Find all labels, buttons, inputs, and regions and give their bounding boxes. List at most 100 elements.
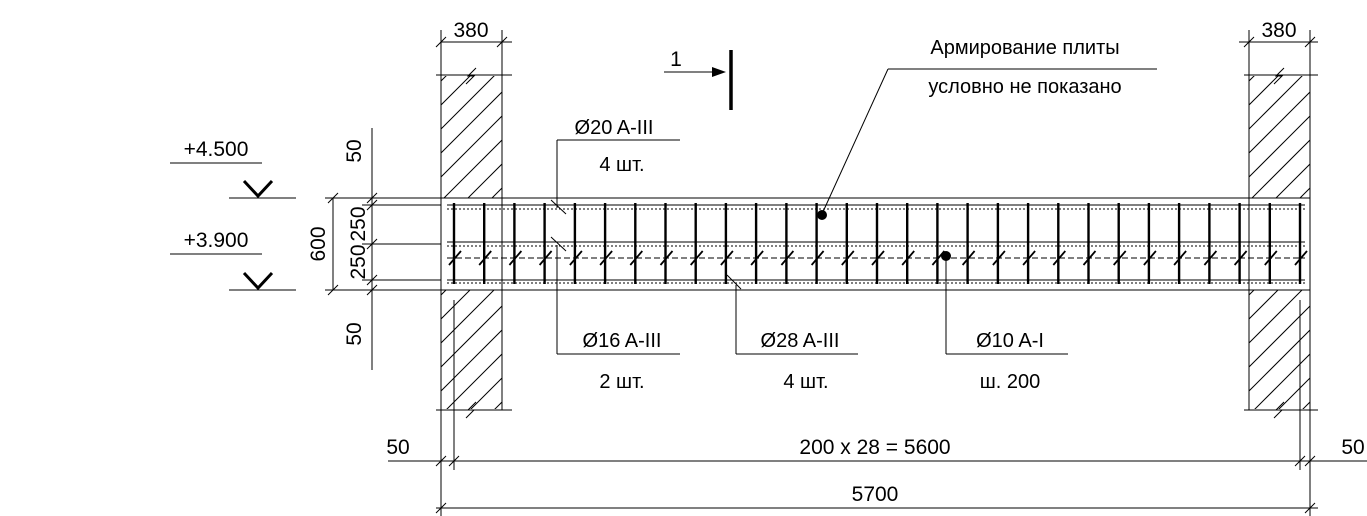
vertical-dimensions: 50 250 250 600 50 xyxy=(307,128,441,370)
dim-upper-half: 250 xyxy=(347,206,370,241)
rebar-mid-spec: Ø16 A-III xyxy=(583,330,662,352)
tie-tick xyxy=(1294,250,1308,266)
hatch-line xyxy=(1249,329,1310,392)
level-mark-top: +4.500 xyxy=(170,138,296,199)
dim-top-cover: 50 xyxy=(343,139,366,162)
tie-tick xyxy=(750,250,764,266)
dim-column-right: 380 xyxy=(1239,19,1318,75)
rebar-top-qty: 4 шт. xyxy=(599,154,644,176)
hatch-line xyxy=(1249,115,1310,178)
hatch-line xyxy=(441,210,502,271)
hatch-line xyxy=(443,139,502,198)
rebar-bottom-qty: 4 шт. xyxy=(783,371,828,393)
column-width-right: 380 xyxy=(1261,19,1296,42)
tie-tick xyxy=(992,250,1006,266)
horizontal-dimensions: 50 50 200 x 28 = 5600 5700 xyxy=(386,300,1367,516)
tie-tick xyxy=(841,250,855,266)
hatch-line xyxy=(1249,290,1279,320)
column-width-left: 380 xyxy=(453,19,488,42)
callout-rebar-top: Ø20 A-III 4 шт. xyxy=(550,117,680,215)
level-mark-bottom: +3.900 xyxy=(170,229,296,291)
tie-tick xyxy=(1022,250,1036,266)
tie-tick xyxy=(1143,250,1157,266)
tie-tick xyxy=(508,250,523,266)
tie-tick xyxy=(1052,250,1066,266)
hatch-line xyxy=(1249,426,1310,487)
tie-tick xyxy=(629,250,643,266)
tie-tick xyxy=(1264,250,1278,266)
tie-tick xyxy=(690,250,704,266)
tie-tick xyxy=(1113,250,1127,266)
stirrups xyxy=(448,203,1308,284)
hatch-line xyxy=(1249,474,1310,516)
rebar-mid-qty: 2 шт. xyxy=(599,371,644,393)
hatch-line xyxy=(441,91,502,154)
tie-tick xyxy=(810,250,825,266)
dim-left-offset: 50 xyxy=(386,436,409,459)
stirrup-step: ш. 200 xyxy=(980,371,1041,393)
dim-column-left: 380 xyxy=(435,19,512,75)
hatch-line xyxy=(441,115,502,178)
hatch-line xyxy=(441,290,495,344)
hatch-line xyxy=(467,163,502,198)
hatch-line xyxy=(494,401,502,409)
slab-note-line1: Армирование плиты xyxy=(930,37,1119,59)
hatch-line xyxy=(1278,377,1310,409)
hatch-line xyxy=(1249,450,1310,511)
dim-height: 600 xyxy=(307,226,330,261)
tie-tick xyxy=(1203,250,1218,266)
tie-tick xyxy=(1233,250,1248,266)
hatch-line xyxy=(1249,91,1310,154)
rebar-top-spec: Ø20 A-III xyxy=(575,117,654,139)
section-mark: 1 xyxy=(664,48,733,110)
callout-rebar-mid: Ø16 A-III 2 шт. xyxy=(550,236,680,393)
tie-tick xyxy=(478,250,492,266)
hatch-line xyxy=(441,329,502,392)
rebar-bottom-spec: Ø28 A-III xyxy=(761,330,840,352)
tie-tick xyxy=(961,250,976,266)
tie-tick xyxy=(1173,250,1187,266)
hatch-line xyxy=(441,76,495,130)
beam-body xyxy=(440,197,1311,291)
dim-lower-half: 250 xyxy=(347,244,370,279)
tie-tick xyxy=(599,250,613,266)
hatch-line xyxy=(1302,401,1310,409)
hatch-line xyxy=(1251,139,1310,198)
tie-tick xyxy=(448,250,462,266)
dim-right-offset: 50 xyxy=(1341,436,1364,459)
hatch-line xyxy=(441,236,502,297)
hatch-line xyxy=(1249,290,1303,344)
hatch-line xyxy=(470,377,502,409)
hatch-line xyxy=(1249,76,1303,130)
section-number: 1 xyxy=(670,48,682,71)
hatch-line xyxy=(441,290,471,320)
callout-stirrup: Ø10 A-I ш. 200 xyxy=(941,251,1068,393)
hatch-line xyxy=(441,450,502,511)
tie-tick xyxy=(871,250,885,266)
hatch-line xyxy=(1249,305,1310,368)
callout-rebar-bottom: Ø28 A-III 4 шт. xyxy=(726,274,858,393)
dim-total-length: 5700 xyxy=(852,483,899,506)
left-column xyxy=(436,67,512,516)
tie-tick xyxy=(538,250,553,266)
level-top-value: +4.500 xyxy=(184,138,249,161)
tie-tick xyxy=(1082,250,1097,266)
hatch-line xyxy=(441,76,471,106)
tie-tick xyxy=(720,250,734,266)
tie-tick xyxy=(901,250,915,266)
hatch-line xyxy=(441,305,502,368)
hatch-line xyxy=(441,426,502,487)
hatch-line xyxy=(1249,76,1279,106)
slab-note-line2: условно не показано xyxy=(928,76,1121,98)
dim-bottom-cover: 50 xyxy=(343,322,366,345)
hatch-line xyxy=(446,353,502,409)
hatch-line xyxy=(441,474,502,516)
tie-tick xyxy=(780,250,795,266)
tie-tick xyxy=(659,250,674,266)
hatch-line xyxy=(1275,163,1310,198)
dim-stirrup-span: 200 x 28 = 5600 xyxy=(799,436,950,459)
hatch-line xyxy=(491,187,502,198)
level-bottom-value: +3.900 xyxy=(184,229,249,252)
tie-tick xyxy=(569,250,583,266)
